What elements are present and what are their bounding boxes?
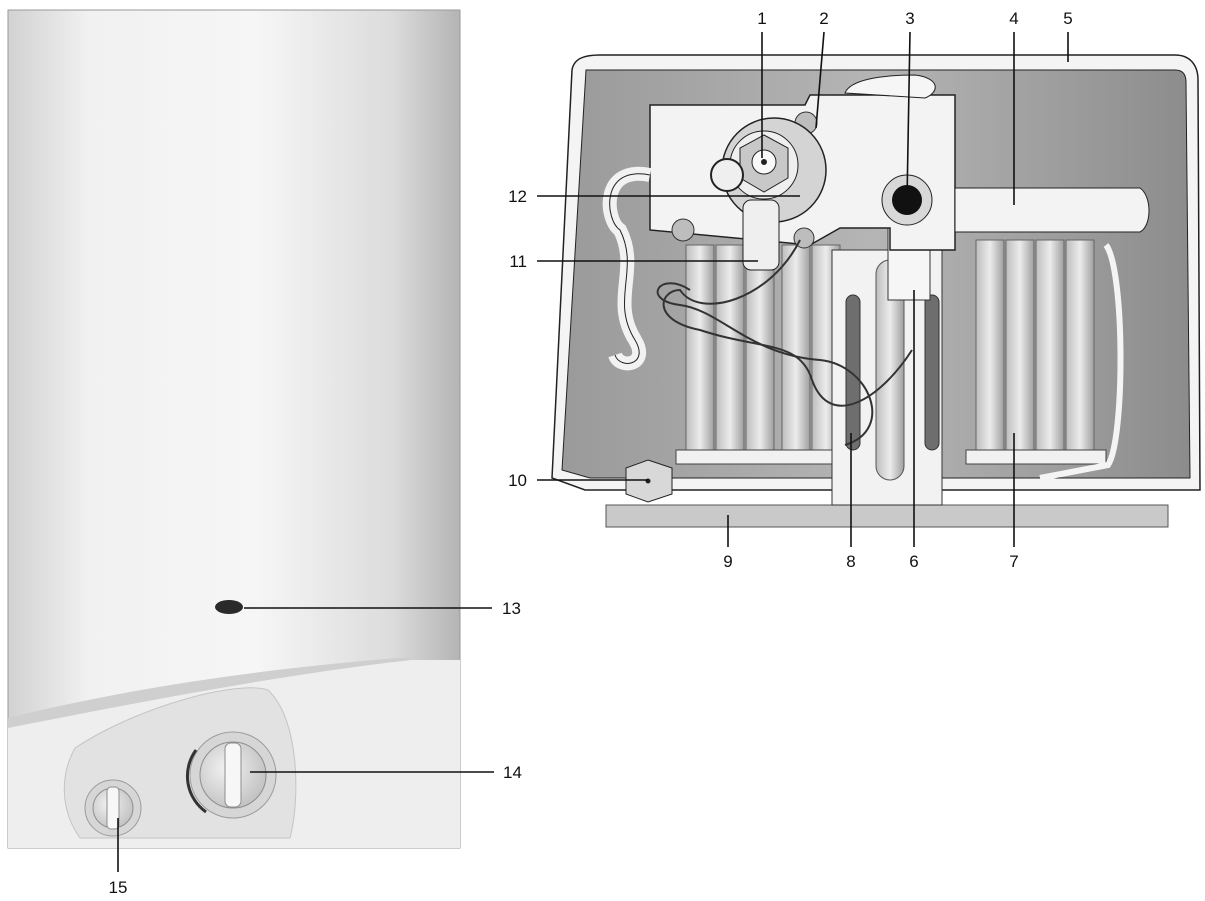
callout-9: 9 [723,552,732,571]
callout-13: 13 [502,599,521,618]
left-burner-bank [675,244,852,465]
callout-15: 15 [109,878,128,897]
leader-lines [117,31,1069,872]
power-knob[interactable] [84,779,142,837]
base-rail [605,504,1169,528]
temperature-knob[interactable] [185,731,277,819]
ignition-wire [662,239,913,407]
internal-assembly [551,54,1201,528]
central-bracket [831,227,943,506]
callout-3: 3 [905,9,914,28]
callout-10: 10 [508,471,527,490]
right-burner-bank [965,239,1124,481]
callout-6: 6 [909,552,918,571]
callout-8: 8 [846,552,855,571]
callout-11: 11 [509,252,527,271]
flame-window [215,600,243,614]
front-panel [7,9,461,849]
gas-valve-block [649,74,1150,271]
callout-2: 2 [819,9,828,28]
callout-7: 7 [1009,552,1018,571]
callout-4: 4 [1009,9,1018,28]
callout-12: 12 [508,187,527,206]
callout-labels: 1 2 3 4 5 6 7 8 9 10 11 12 13 14 15 [109,9,1073,897]
callout-5: 5 [1063,9,1072,28]
callout-1: 1 [757,9,766,28]
callout-14: 14 [503,763,522,782]
